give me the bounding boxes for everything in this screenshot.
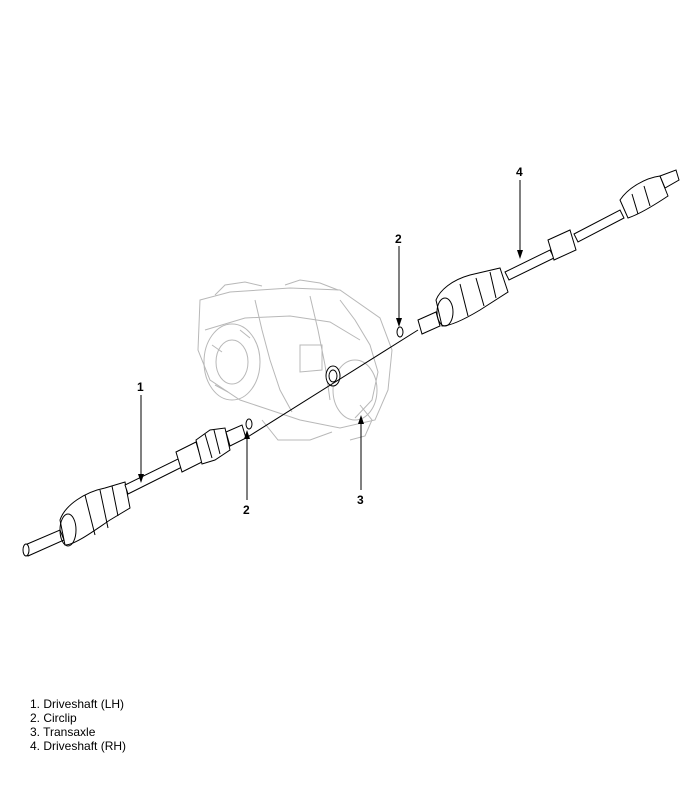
legend-item-driveshaft-lh: 1. Driveshaft (LH) [30,697,125,711]
assembly-axis [245,329,419,439]
parts-legend: 1. Driveshaft (LH) 2. Circlip 3. Transax… [30,697,126,753]
callout-2-lh: 2 [243,503,250,517]
legend-item-transaxle: 3. Transaxle [30,725,96,739]
callout-3: 3 [357,493,364,507]
exploded-diagram: 1 2 2 3 4 [22,165,680,557]
driveshaft-lh [22,424,247,557]
callout-2-rh: 2 [395,232,402,246]
transaxle-output-seal [325,365,341,387]
leader-lines [138,180,523,500]
callout-1: 1 [137,380,144,394]
circlip-rh [396,326,404,338]
transaxle-housing [197,279,393,441]
callout-4: 4 [516,165,523,179]
circlip-lh [245,418,253,430]
driveshaft-rh [417,169,680,335]
legend-item-circlip: 2. Circlip [30,711,77,725]
legend-item-driveshaft-rh: 4. Driveshaft (RH) [30,739,127,753]
